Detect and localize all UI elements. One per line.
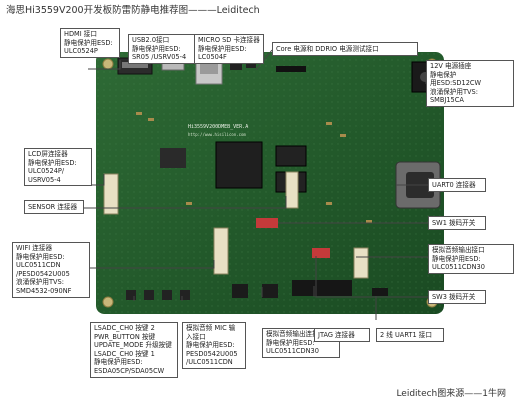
hdmi-label: HDMI 接口 — [64, 30, 97, 38]
callout-uart1: 2 线 UART1 接口 — [376, 328, 444, 342]
board-silkscreen-url: http://www.hisilicon.com — [188, 132, 246, 137]
development-board: Hi3559V200DMEB_VER.A http://www.hisilico… — [96, 52, 444, 314]
audio-out-connector-esd-label: 静电保护用ESD: — [266, 338, 315, 347]
lcd-esd-label: 静电保护用ESD: — [28, 158, 77, 167]
jtag-label: JTAG 连接器 — [318, 330, 355, 339]
lcd-esd-part-2: USRV05-4 — [28, 175, 61, 184]
power-tvs-part: SMBJ15CA — [430, 96, 464, 105]
buttons-esd-part: ESDA05CP/SDA05CW — [94, 366, 165, 375]
power-esd-label: 静电保护 — [430, 70, 457, 79]
power-esd-part: 用ESD:SD12CW — [430, 79, 482, 88]
wifi-label: WIFI 连接器 — [16, 244, 53, 252]
wifi-esd-part-1: ULC0511CDN — [16, 261, 61, 270]
uart0-label: UART0 连接器 — [432, 180, 476, 189]
image-credit: Leiditech图来源——1牛网 — [396, 389, 506, 399]
callout-sw1: SW1 拨码开关 — [428, 216, 486, 230]
wifi-esd-part-2: /PESD0542U005 — [16, 269, 70, 278]
power-tvs-label: 浪涌保护用TVS: — [430, 87, 478, 96]
uart1-label: 2 线 UART1 接口 — [380, 330, 432, 339]
analog-out-esd-part: ULC0511CDN30 — [432, 263, 485, 272]
pwr-button-label: PWR_BUTTON 按键 — [94, 332, 156, 341]
lcd-label: LCD屏连接器 — [28, 150, 68, 158]
callout-analog-audio-out: 模拟音频输出接口 静电保护用ESD: ULC0511CDN30 — [428, 244, 514, 274]
callout-sw3: SW3 拨码开关 — [428, 290, 486, 304]
wifi-tvs-part: SMD4532-090NF — [16, 286, 72, 295]
callout-wifi: WIFI 连接器 静电保护用ESD: ULC0511CDN /PESD0542U… — [12, 242, 90, 298]
callout-lcd: LCD屏连接器 静电保护用ESD: ULC0524P/ USRV05-4 — [24, 148, 92, 187]
sensor-label: SENSOR 连接器 — [28, 202, 78, 211]
core-power-label: Core 电源和 DDRIO 电源测试接口 — [276, 44, 379, 53]
sd-esd-part: LC0504F — [198, 53, 227, 62]
lsadc-button-1-label: LSADC_CH0 按键 1 — [94, 349, 155, 358]
usb-esd-part: SR05 /USRV05-4 — [132, 53, 187, 62]
mic-label-2: 入接口 — [186, 332, 206, 341]
mic-esd-part-2: /ULC0511CDN — [186, 358, 233, 367]
mic-esd-part-1: PESD0542U005 — [186, 349, 238, 358]
buttons-esd-label: 静电保护用ESD: — [94, 358, 143, 367]
usb-label: USB2.0接口 — [132, 36, 170, 44]
callout-jtag: JTAG 连接器 — [314, 328, 370, 342]
callout-hdmi: HDMI 接口 静电保护用ESD: ULC0524P — [60, 28, 120, 58]
lcd-esd-part-1: ULC0524P/ — [28, 167, 65, 176]
mic-label-1: 模拟音频 MIC 输 — [186, 324, 236, 332]
sw3-label: SW3 拨码开关 — [432, 292, 476, 301]
callout-lsadc-buttons: LSADC_CH0 按键 2 PWR_BUTTON 按键 UPDATE_MODE… — [90, 322, 178, 378]
callout-analog-audio-out-connector: 模拟音频输出连接器 静电保护用ESD: ULC0511CDN30 — [262, 328, 340, 358]
callout-core-power: Core 电源和 DDRIO 电源测试接口 — [272, 42, 418, 56]
analog-out-label: 模拟音频输出接口 — [432, 246, 485, 254]
page-title: 海思Hi3559V200开发板防雷防静电推荐图———Leiditech — [6, 5, 260, 16]
board-silkscreen: Hi3559V200DMEB_VER.A — [188, 124, 248, 130]
wifi-esd-label: 静电保护用ESD: — [16, 252, 65, 261]
analog-out-esd-label: 静电保护用ESD: — [432, 254, 481, 263]
update-mode-button-label: UPDATE_MODE 升级按键 — [94, 341, 172, 350]
sd-label: MICRO SD 卡连接器 — [198, 36, 260, 44]
callout-sensor: SENSOR 连接器 — [24, 200, 84, 214]
callout-uart0: UART0 连接器 — [428, 178, 486, 192]
callout-mic-input: 模拟音频 MIC 输 入接口 静电保护用ESD: PESD0542U005 /U… — [182, 322, 246, 369]
hdmi-esd-label: 静电保护用ESD: — [64, 38, 113, 47]
wifi-tvs-label: 浪涌保护用TVS: — [16, 278, 64, 287]
callout-micro-sd: MICRO SD 卡连接器 静电保护用ESD: LC0504F — [194, 34, 264, 64]
callout-12v-power: 12V 电源插座 静电保护 用ESD:SD12CW 浪涌保护用TVS: SMBJ… — [426, 60, 514, 107]
sd-esd-label: 静电保护用ESD: — [198, 44, 247, 53]
lsadc-button-2-label: LSADC_CH0 按键 2 — [94, 324, 155, 332]
mic-esd-label: 静电保护用ESD: — [186, 341, 235, 350]
sw1-label: SW1 拨码开关 — [432, 218, 476, 227]
audio-out-connector-esd-part: ULC0511CDN30 — [266, 347, 319, 356]
callout-usb: USB2.0接口 静电保护用ESD: SR05 /USRV05-4 — [128, 34, 196, 64]
audio-out-connector-label: 模拟音频输出连接器 — [266, 330, 326, 338]
power-label: 12V 电源插座 — [430, 62, 472, 70]
usb-esd-label: 静电保护用ESD: — [132, 44, 181, 53]
hdmi-esd-part: ULC0524P — [64, 47, 98, 56]
